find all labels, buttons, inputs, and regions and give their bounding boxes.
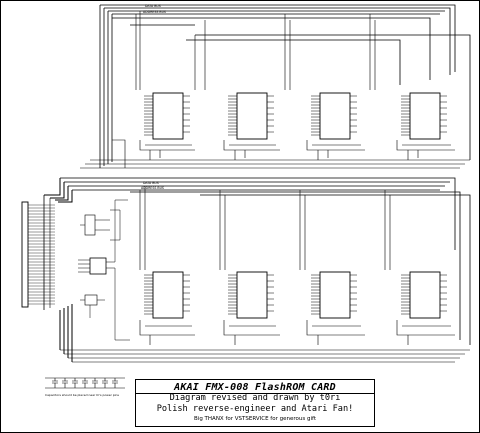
middle-address-bus-label: ADDRESS BUS: [141, 186, 164, 190]
bottom-chip-row: [144, 271, 447, 319]
bottom-chip-control-wiring: [60, 320, 470, 363]
title-block-title: AKAI FMX-008 FlashROM CARD: [174, 382, 336, 393]
ic-bottom-2: [228, 271, 274, 319]
ic-bottom-3: [311, 271, 357, 319]
top-bus-bundle: [99, 4, 471, 168]
ic-bottom-4: [401, 271, 447, 319]
ic-bottom-1: [144, 271, 190, 319]
middle-data-bus-label: DATA BUS: [143, 181, 159, 185]
title-block-line-1: Diagram revised and drawn by t0ri: [169, 393, 341, 403]
title-block-line-2: Polish reverse-engineer and Atari Fan!: [156, 404, 354, 414]
top-data-bus-label: DATA BUS: [145, 4, 161, 8]
middle-bus-bundle: [60, 177, 471, 345]
top-address-bus-label: ADDRESS BUS: [143, 10, 166, 14]
top-chip-control-wiring: [80, 139, 470, 169]
top-chip-row: [144, 92, 447, 140]
title-block-divider: [136, 393, 374, 394]
edge-connector: [21, 178, 73, 362]
bottom-row-drops: [139, 186, 391, 270]
ic-top-2: [228, 92, 274, 140]
title-block: AKAI FMX-008 FlashROM CARD Diagram revis…: [135, 379, 375, 427]
ic-top-3: [311, 92, 357, 140]
top-row-drops: [135, 11, 376, 90]
bypass-capacitors: [45, 377, 125, 389]
ic-top-4: [401, 92, 447, 140]
decoder-logic: [78, 199, 130, 341]
title-block-line-3: Big THANX for VSTSERVICE for generous gi…: [194, 416, 316, 422]
capacitor-note: Capacitors should be placed near IC's po…: [45, 393, 119, 397]
ic-top-1: [144, 92, 190, 140]
